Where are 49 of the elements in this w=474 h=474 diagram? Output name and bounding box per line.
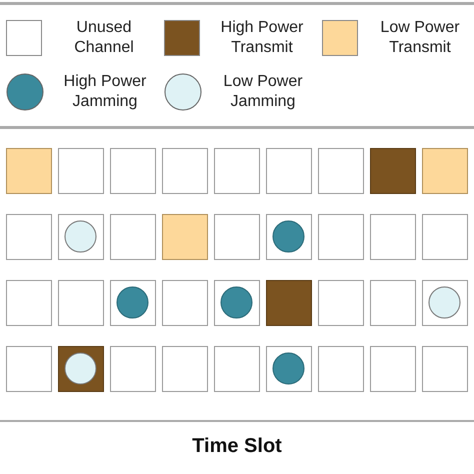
legend-text: Unused Channel (73, 18, 135, 58)
grid-cell (162, 346, 208, 392)
grid-cell (6, 280, 52, 326)
grid-cell (110, 214, 156, 260)
legend-text: High Power Jamming (62, 72, 148, 112)
grid-cell (370, 214, 416, 260)
grid-cell (318, 148, 364, 194)
grid-cell (110, 148, 156, 194)
legend-text: Low Power Jamming (222, 72, 304, 112)
grid-cell (318, 214, 364, 260)
circle-marker (64, 220, 96, 252)
circle-marker (272, 352, 304, 384)
grid-cell (214, 280, 260, 326)
legend-text: Low Power Transmit (379, 18, 461, 58)
grid-cell (266, 148, 312, 194)
grid-cell (58, 280, 104, 326)
grid-cell (110, 346, 156, 392)
grid-cell (162, 280, 208, 326)
grid-cell (110, 280, 156, 326)
axis-label: Time Slot (191, 435, 283, 458)
grid-cell (162, 148, 208, 194)
grid-cell (214, 346, 260, 392)
circle-marker (64, 352, 96, 384)
grid-cell (266, 346, 312, 392)
grid-cell (318, 346, 364, 392)
grid-cell (370, 346, 416, 392)
grid-cell (422, 148, 468, 194)
circle-marker (220, 286, 252, 318)
grid-cell (6, 346, 52, 392)
grid-cell (266, 280, 312, 326)
grid-cell (422, 214, 468, 260)
grid-cell (422, 280, 468, 326)
grid-cell (6, 148, 52, 194)
grid-cell (214, 214, 260, 260)
grid-cell (58, 148, 104, 194)
grid-cell (370, 280, 416, 326)
grid-cell (370, 148, 416, 194)
circle-marker (116, 286, 148, 318)
circle-marker (272, 220, 304, 252)
grid-cell (318, 280, 364, 326)
grid-cell (266, 214, 312, 260)
legend-text: High Power Transmit (220, 18, 304, 58)
grid-cell (58, 214, 104, 260)
grid-cell (6, 214, 52, 260)
grid-cell (214, 148, 260, 194)
grid-cell (422, 346, 468, 392)
grid-cell (58, 346, 104, 392)
circle-marker (428, 286, 460, 318)
grid-cell (162, 214, 208, 260)
